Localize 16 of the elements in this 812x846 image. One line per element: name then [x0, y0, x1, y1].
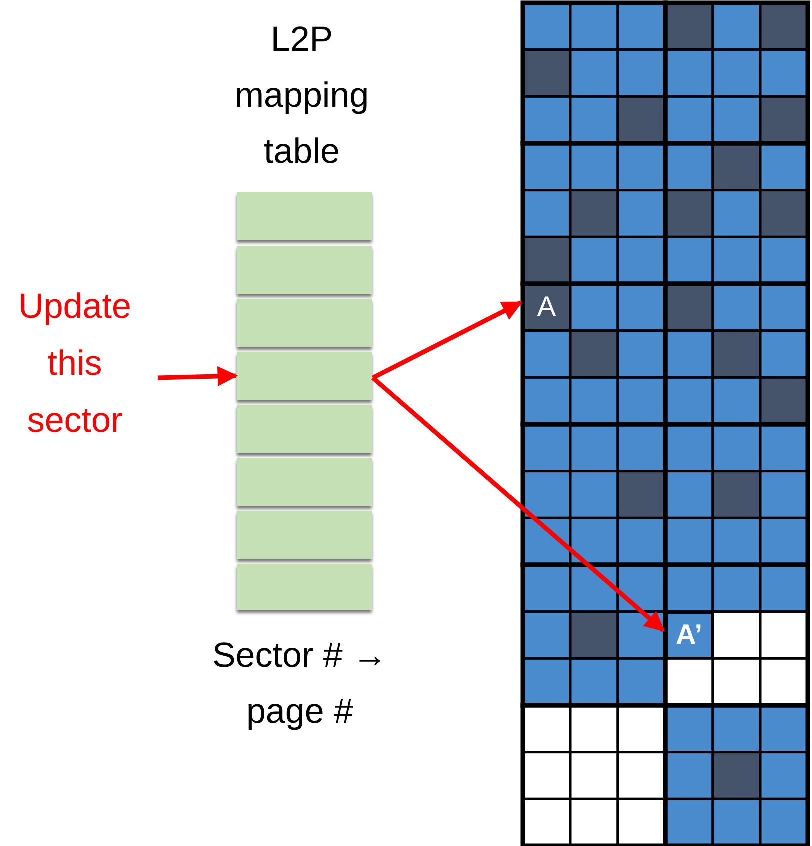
arrow — [158, 366, 238, 387]
table-row — [237, 299, 372, 347]
table-row — [237, 405, 372, 453]
table-row — [237, 246, 372, 294]
arrow — [372, 300, 523, 380]
memory-page-cell: A — [523, 284, 570, 331]
annotation-text: Update this sector — [10, 278, 140, 449]
arrow — [372, 376, 666, 632]
table-row — [237, 352, 372, 400]
table-row — [237, 192, 372, 240]
table-title: L2P mapping table — [234, 19, 370, 173]
memory-page-cell: A’ — [666, 612, 713, 659]
table-row — [237, 458, 372, 506]
table-caption: Sector # → page # — [211, 635, 389, 733]
table-row — [237, 564, 372, 610]
table-row — [237, 511, 372, 559]
